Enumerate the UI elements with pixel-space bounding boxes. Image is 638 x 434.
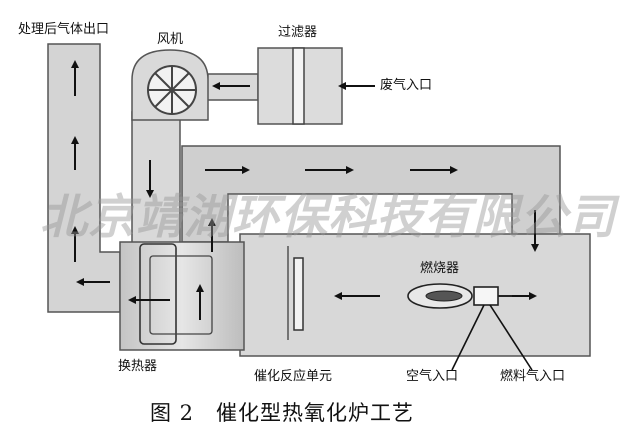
heat-exchanger-inner xyxy=(149,255,213,335)
filter-element xyxy=(292,47,305,125)
watermark: 北京靖湖环保科技有限公司 xyxy=(40,190,616,245)
catalytic-unit-label: 催化反应单元 xyxy=(254,369,333,384)
outlet-label: 处理后气体出口 xyxy=(18,22,110,37)
leader-lines xyxy=(451,304,533,371)
air-inlet-label: 空气入口 xyxy=(406,369,459,384)
fuel-inlet-label: 燃料气入口 xyxy=(500,369,566,384)
burner-label: 燃烧器 xyxy=(420,261,460,276)
heat-exchanger-label: 换热器 xyxy=(118,359,158,374)
filter-label: 过滤器 xyxy=(278,25,318,40)
burner-flame-core xyxy=(425,290,463,302)
catalyst-bed xyxy=(293,257,304,331)
flow-arrows xyxy=(71,60,539,320)
fan-blades xyxy=(148,66,196,114)
waste-inlet-label: 废气入口 xyxy=(380,78,433,93)
fan-label: 风机 xyxy=(157,32,184,47)
heat-exchanger-coil xyxy=(139,243,177,345)
figure-caption: 图 2 催化型热氧化炉工艺 xyxy=(150,401,415,425)
burner-nozzle xyxy=(473,286,499,306)
